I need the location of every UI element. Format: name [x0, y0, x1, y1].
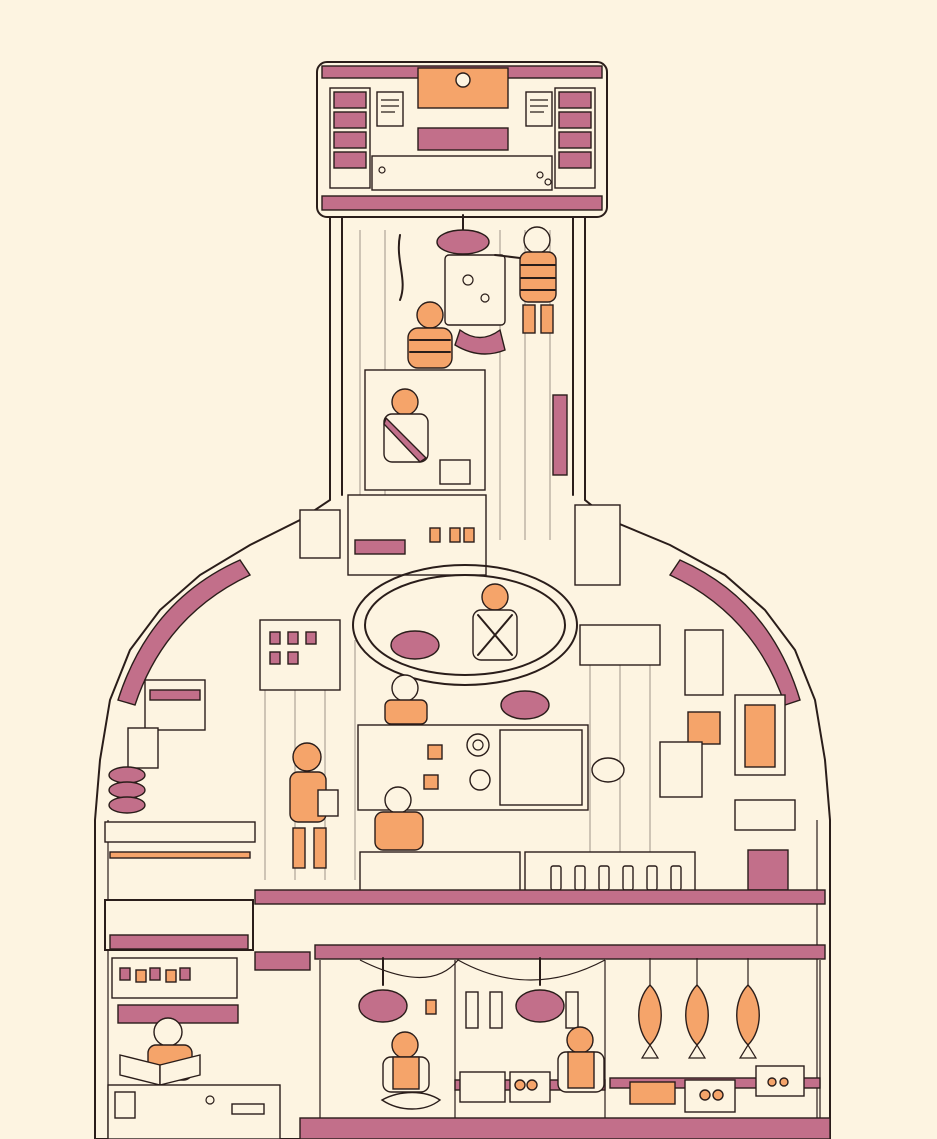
- bottle-cap-room: [316, 61, 608, 218]
- worker-reading-book: [119, 1017, 201, 1086]
- worker-under-lamp: [472, 583, 518, 661]
- worker-at-station: [407, 301, 453, 369]
- hanging-fish-row: [638, 958, 760, 1059]
- lower-market-room: [104, 899, 831, 1139]
- fishmonger-left: [380, 1031, 442, 1110]
- fish: [685, 958, 709, 1059]
- fishmonger-right: [557, 1026, 605, 1093]
- fish: [638, 958, 662, 1059]
- worker-with-spatula: [494, 226, 557, 334]
- shoulder-machinery: [299, 494, 621, 586]
- utility-panel: [107, 1084, 281, 1139]
- fish: [736, 958, 760, 1059]
- worker-reading-clipboard: [289, 742, 339, 869]
- worker-at-desk: [383, 388, 429, 463]
- worker-seated: [374, 786, 424, 851]
- worker-at-counter: [384, 674, 428, 725]
